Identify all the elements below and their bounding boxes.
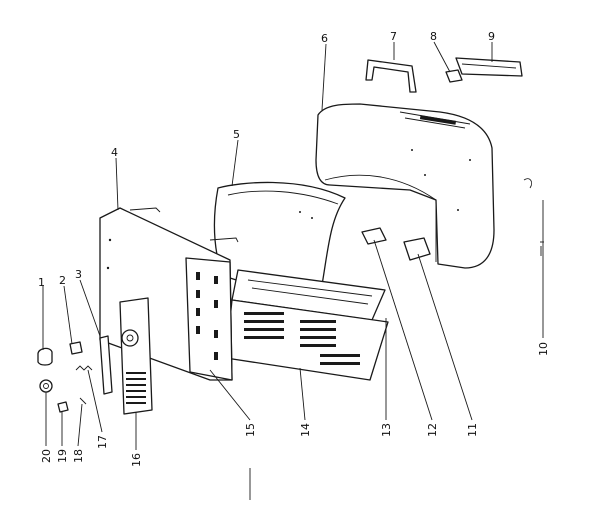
part-8-clip xyxy=(445,69,463,83)
callout-19: 19 xyxy=(56,449,69,463)
part-19-nut xyxy=(57,401,69,413)
callout-15: 15 xyxy=(244,423,257,437)
leader-lines xyxy=(42,41,544,500)
callout-labels: 1 2 3 4 5 6 7 8 9 10 11 12 13 14 15 16 1… xyxy=(38,30,550,467)
callout-12: 12 xyxy=(426,423,439,437)
part-14-grille xyxy=(225,299,389,381)
part-20-bushing xyxy=(39,379,53,393)
part-2-screw xyxy=(69,341,83,355)
callout-11: 11 xyxy=(466,423,479,437)
part-16-control-plate xyxy=(119,297,153,415)
part-15-frame xyxy=(185,257,233,381)
part-7-handle xyxy=(365,59,417,93)
callout-20: 20 xyxy=(40,449,53,463)
part-3-rod xyxy=(99,335,113,395)
callout-5: 5 xyxy=(233,128,240,141)
part-11-bracket xyxy=(403,237,431,261)
part-1-knob xyxy=(37,347,53,366)
part-12-bracket xyxy=(361,227,387,245)
callout-7: 7 xyxy=(390,30,397,43)
callout-9: 9 xyxy=(488,30,495,43)
part-6-case xyxy=(315,103,495,269)
part-9-rail xyxy=(455,57,523,77)
callout-1: 1 xyxy=(38,276,45,289)
callout-8: 8 xyxy=(430,30,437,43)
callout-6: 6 xyxy=(321,32,328,45)
part-10-screw xyxy=(523,178,544,256)
callout-2: 2 xyxy=(59,274,66,287)
callout-10: 10 xyxy=(537,342,550,356)
callout-17: 17 xyxy=(96,435,109,449)
part-5-arm-cover xyxy=(213,181,346,290)
part-17-spring xyxy=(75,365,93,371)
callout-18: 18 xyxy=(72,449,85,463)
callout-13: 13 xyxy=(380,423,393,437)
part-18-pin xyxy=(79,397,87,405)
callout-4: 4 xyxy=(111,146,118,159)
callout-14: 14 xyxy=(299,423,312,437)
callout-16: 16 xyxy=(130,453,143,467)
callout-3: 3 xyxy=(75,268,82,281)
